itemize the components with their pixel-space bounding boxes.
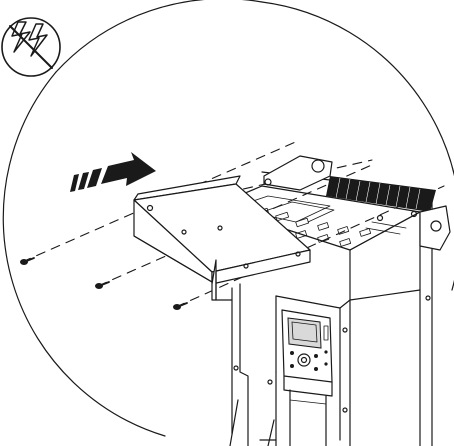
screw	[173, 302, 188, 310]
control-keypad	[281, 309, 333, 446]
mounting-ear-right	[419, 205, 451, 251]
screw	[20, 257, 35, 265]
detail-circle-arc-left	[2, 71, 166, 437]
no-voltage-warning-icon	[1, 17, 61, 77]
heatsink-vent	[326, 176, 436, 212]
screw	[95, 281, 110, 289]
detail-circle-arc-right	[261, 1, 454, 291]
mounting-screws	[20, 257, 188, 310]
keypad-display	[287, 317, 322, 349]
insert-direction-arrow-icon	[70, 152, 156, 192]
detail-circle-arc-top	[55, 0, 263, 73]
cover-plate	[133, 175, 311, 301]
